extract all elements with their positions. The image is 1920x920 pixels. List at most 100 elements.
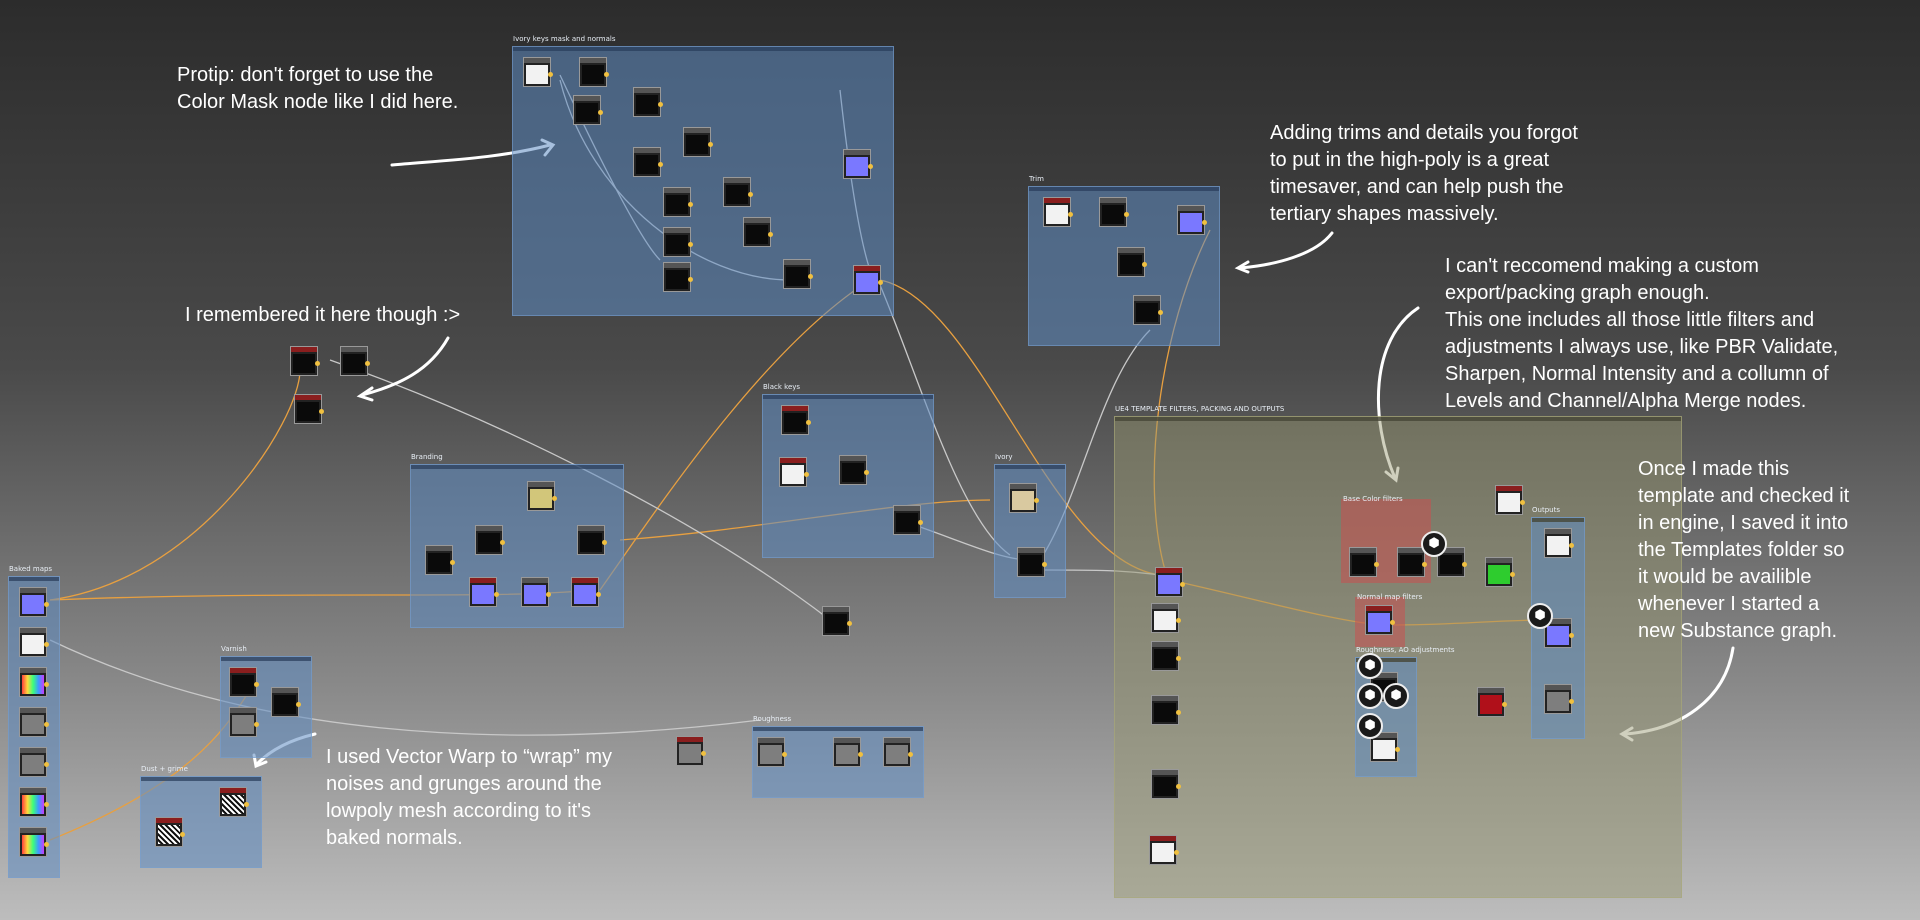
- node[interactable]: [663, 227, 693, 257]
- node[interactable]: [843, 149, 873, 179]
- node[interactable]: [1099, 197, 1129, 227]
- node[interactable]: [1477, 687, 1507, 717]
- node[interactable]: [676, 736, 706, 766]
- node[interactable]: [1155, 567, 1185, 597]
- node[interactable]: [1365, 605, 1395, 635]
- node[interactable]: [425, 545, 455, 575]
- node[interactable]: [229, 707, 259, 737]
- frame-title: Roughness, AO adjustments: [1356, 646, 1455, 654]
- frame-baked-maps[interactable]: Baked maps: [8, 565, 60, 878]
- node[interactable]: [853, 265, 883, 295]
- node[interactable]: [1117, 247, 1147, 277]
- node[interactable]: [1043, 197, 1073, 227]
- node[interactable]: [19, 707, 49, 737]
- node[interactable]: [523, 57, 553, 87]
- frame-bar: [9, 577, 59, 581]
- node[interactable]: [1017, 547, 1047, 577]
- node[interactable]: [19, 667, 49, 697]
- node[interactable]: [783, 259, 813, 289]
- node[interactable]: [19, 827, 49, 857]
- node[interactable]: [19, 587, 49, 617]
- wire: [49, 639, 761, 736]
- node[interactable]: [1370, 732, 1400, 762]
- annotation-arrow: [360, 336, 450, 397]
- node[interactable]: [573, 95, 603, 125]
- node[interactable]: [19, 787, 49, 817]
- frame-bar: [763, 395, 933, 399]
- node[interactable]: [1009, 483, 1039, 513]
- frame-trim[interactable]: Trim: [1028, 175, 1220, 346]
- frame-bar: [1532, 518, 1584, 522]
- frame-roughness[interactable]: Roughness: [752, 715, 924, 798]
- annotation-arrow: [1234, 260, 1250, 274]
- frame-ue4-template[interactable]: UE4 TEMPLATE FILTERS, PACKING AND OUTPUT…: [1114, 405, 1682, 898]
- node[interactable]: [1151, 603, 1181, 633]
- substance-cube-icon[interactable]: ⬢: [1357, 713, 1383, 739]
- substance-cube-icon[interactable]: ⬢: [1421, 531, 1447, 557]
- node[interactable]: [521, 577, 551, 607]
- substance-cube-icon[interactable]: ⬢: [1357, 683, 1383, 709]
- frame-bar: [411, 465, 623, 469]
- node[interactable]: [683, 127, 713, 157]
- frame-varnish[interactable]: Varnish: [220, 645, 312, 758]
- node[interactable]: [663, 187, 693, 217]
- frame-outputs[interactable]: Outputs: [1531, 506, 1585, 739]
- node[interactable]: [155, 817, 185, 847]
- node[interactable]: [743, 217, 773, 247]
- frame-bar: [1115, 417, 1681, 421]
- node[interactable]: [1133, 295, 1163, 325]
- frame-ivory-keys[interactable]: Ivory keys mask and normals: [512, 35, 894, 316]
- node[interactable]: [822, 606, 852, 636]
- node[interactable]: [1177, 205, 1207, 235]
- node[interactable]: [779, 457, 809, 487]
- node[interactable]: [271, 687, 301, 717]
- node[interactable]: [579, 57, 609, 87]
- note-trims: Adding trims and details you forgot to p…: [1270, 122, 1578, 225]
- frame-bar: [995, 465, 1065, 469]
- substance-cube-icon[interactable]: ⬢: [1527, 603, 1553, 629]
- node[interactable]: [893, 505, 923, 535]
- frame-ivory[interactable]: Ivory: [994, 453, 1066, 598]
- node[interactable]: [571, 577, 601, 607]
- node[interactable]: [290, 346, 320, 376]
- node[interactable]: [723, 177, 753, 207]
- node[interactable]: [663, 262, 693, 292]
- frame-black-keys[interactable]: Black keys: [762, 383, 934, 558]
- note-vectorwarp: I used Vector Warp to “wrap” my noises a…: [326, 746, 613, 849]
- node[interactable]: [1149, 835, 1179, 865]
- node[interactable]: [19, 747, 49, 777]
- node[interactable]: [839, 455, 869, 485]
- node[interactable]: [229, 667, 259, 697]
- node[interactable]: [19, 627, 49, 657]
- node[interactable]: [1151, 769, 1181, 799]
- node[interactable]: [833, 737, 863, 767]
- node[interactable]: [219, 787, 249, 817]
- node[interactable]: [475, 525, 505, 555]
- substance-cube-icon[interactable]: ⬢: [1383, 683, 1409, 709]
- node[interactable]: [1544, 684, 1574, 714]
- node[interactable]: [1151, 695, 1181, 725]
- node[interactable]: [781, 405, 811, 435]
- node[interactable]: [577, 525, 607, 555]
- node[interactable]: [1495, 485, 1525, 515]
- frame-title: Baked maps: [9, 565, 53, 573]
- node[interactable]: [1485, 557, 1515, 587]
- node[interactable]: [633, 87, 663, 117]
- node[interactable]: [1397, 547, 1427, 577]
- note-export: I can't reccomend making a custom export…: [1445, 255, 1839, 412]
- node[interactable]: [883, 737, 913, 767]
- substance-cube-icon[interactable]: ⬢: [1357, 653, 1383, 679]
- node[interactable]: [340, 346, 370, 376]
- node[interactable]: [294, 394, 324, 424]
- note-protip: Protip: don't forget to use the Color Ma…: [177, 64, 459, 113]
- node[interactable]: [527, 481, 557, 511]
- node[interactable]: [1544, 528, 1574, 558]
- node[interactable]: [1151, 641, 1181, 671]
- node[interactable]: [757, 737, 787, 767]
- node[interactable]: [633, 147, 663, 177]
- frame-bar: [141, 777, 261, 781]
- frame-branding[interactable]: Branding: [410, 453, 624, 628]
- node[interactable]: [1349, 547, 1379, 577]
- node[interactable]: [469, 577, 499, 607]
- frame-dust-grime[interactable]: Dust + grime: [140, 765, 262, 868]
